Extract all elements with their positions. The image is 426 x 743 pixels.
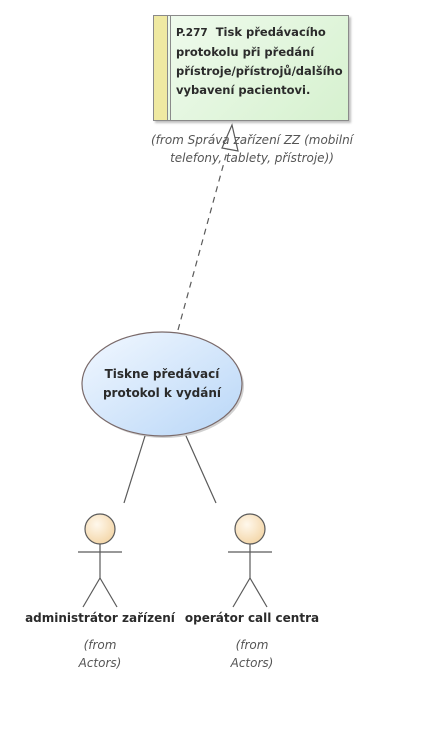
requirement-number: P.277 — [176, 27, 208, 39]
use-case-label-line2: protokol k vydání — [102, 386, 222, 400]
requirement-from-line2: telefony, tablety, přístroje)) — [170, 151, 334, 165]
actor-administrator-from: (from Actors) — [60, 636, 140, 672]
actor-operator-from-line1: (from — [235, 638, 269, 652]
requirement-stripe-border — [167, 16, 171, 120]
actor-administrator-from-line1: (from — [83, 638, 117, 652]
requirement-title-line1: Tisk předávacího — [215, 25, 326, 39]
actor-operator-from-line2: Actors) — [230, 656, 274, 670]
use-case-label-line1: Tiskne předávací — [104, 367, 220, 381]
requirement-from-note: (from Správa zařízení ZZ (mobilní telefo… — [130, 131, 374, 167]
use-case-label: Tiskne předávací protokol k vydání — [84, 365, 240, 403]
actor-operator-figure[interactable] — [228, 513, 272, 608]
requirement-from-line1: (from Správa zařízení ZZ (mobilní — [150, 133, 354, 147]
use-case-ellipse[interactable] — [81, 331, 243, 437]
requirement-stripe — [154, 16, 168, 120]
actor-administrator-figure[interactable] — [78, 513, 122, 608]
requirement-element[interactable]: P.277 Tisk předávacího protokolu při pře… — [153, 15, 349, 121]
association-line-operator[interactable] — [185, 435, 217, 504]
requirement-title-line4: vybavení pacientovi. — [176, 83, 311, 97]
requirement-title-line3: přístroje/přístrojů/dalšího — [176, 64, 343, 78]
requirement-title: P.277 Tisk předávacího protokolu při pře… — [176, 23, 343, 100]
actor-administrator-from-line2: Actors) — [78, 656, 122, 670]
requirement-title-line2: protokolu při předání — [176, 45, 315, 59]
actor-operator-from: (from Actors) — [212, 636, 292, 672]
actor-operator-name: operátor call centra — [184, 611, 320, 625]
association-line-admin[interactable] — [123, 435, 146, 504]
actor-administrator-name: administrátor zařízení — [25, 611, 175, 625]
realization-connector[interactable] — [177, 123, 239, 331]
